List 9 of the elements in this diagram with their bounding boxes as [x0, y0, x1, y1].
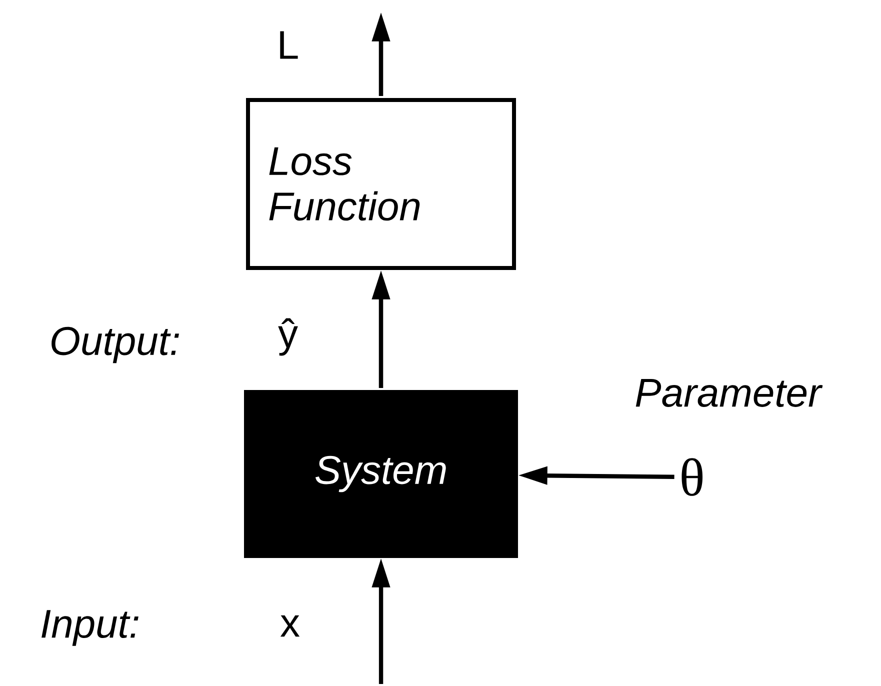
output-label: L [280, 31, 298, 59]
output-symbol: ŷ [278, 318, 298, 356]
parameter-label: Parameter [636, 379, 823, 407]
signal-label: Input: [42, 610, 138, 646]
system-box: System [244, 390, 518, 558]
input-symbol: x [280, 615, 300, 637]
loss-function-box: Loss Function [246, 98, 516, 270]
parameter-symbol: θ [682, 458, 702, 496]
signal-label: Output: [52, 326, 179, 364]
